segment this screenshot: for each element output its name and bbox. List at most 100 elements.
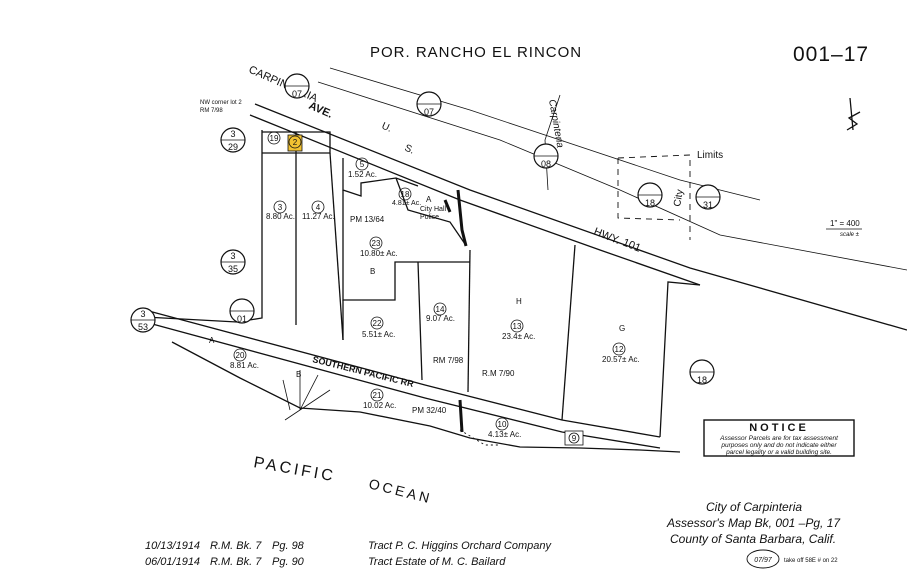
ref-row-2-tract: Tract Estate of M. C. Bailard (368, 556, 506, 568)
highway-upper-edge (317, 81, 907, 271)
parcel-14-east (467, 249, 471, 393)
split-ref-3-53-bottom: 53 (138, 322, 148, 332)
split-ref-3-35[interactable]: 3 35 (220, 249, 246, 275)
parcel-num-2: 2 (293, 138, 298, 147)
parcel-circle-22 (370, 316, 384, 330)
book-ref-07-b[interactable]: 07 (416, 91, 442, 117)
ocean-label: OCEAN (367, 475, 434, 506)
book-ref-31[interactable]: 31 (695, 184, 721, 210)
parcel-acres-4: 11.27 Ac. (302, 212, 335, 221)
parcel-13-12-divider (561, 244, 576, 421)
split-ref-3-35-bottom: 35 (228, 264, 238, 274)
ref-row-2-page: Pg. 90 (272, 556, 305, 568)
book-ref-08[interactable]: 08 (533, 143, 559, 169)
road-label-hwy: HWY. (592, 226, 622, 247)
parcel-circle-20 (233, 348, 247, 362)
book-ref-18-b-num: 18 (697, 375, 707, 385)
block-letter-g: G (619, 324, 625, 333)
ref-row-1: 10/13/1914 R.M. Bk. 7 Pg. 98 Tract P. C.… (145, 540, 552, 552)
split-ref-3-35-top: 3 (230, 251, 235, 261)
parcel-circle-19 (267, 131, 281, 145)
parcel-circle-2 (288, 135, 302, 149)
parcel-num-20: 20 (236, 351, 245, 360)
book-ref-18-a-num: 18 (645, 198, 655, 208)
city-limits-line-1 (617, 158, 681, 221)
parcel-circle-23 (369, 236, 383, 250)
pacific-label: PACIFIC (252, 454, 337, 485)
book-ref-31-num: 31 (703, 200, 713, 210)
parcel-circle-12 (612, 342, 626, 356)
parcel-num-23: 23 (372, 239, 381, 248)
parcel-3-west (144, 130, 263, 323)
city-hall-label: City Hall (420, 206, 447, 213)
shoreline (171, 341, 681, 453)
city-label: City (672, 189, 686, 208)
parcel-acres-20: 8.81 Ac. (230, 361, 259, 370)
parcel-acres-3: 8.80 Ac. (266, 212, 295, 221)
parcel-acres-22: 5.51± Ac. (362, 330, 395, 339)
highway-north-edge (254, 103, 907, 331)
block-letter-h: H (516, 297, 522, 306)
parcel-circle-21 (370, 388, 384, 402)
book-ref-18-a[interactable]: 18 (637, 182, 663, 208)
parcel-num-13: 13 (513, 322, 522, 331)
revision-stamp (746, 549, 780, 569)
parcel-circle-14 (433, 302, 447, 316)
ref-row-2-book: R.M. Bk. 7 (210, 556, 262, 568)
notice-title: NOTICE (749, 422, 809, 434)
book-ref-07-a[interactable]: 07 (284, 73, 310, 99)
parcel-circle-4 (311, 200, 325, 214)
book-ref-18-b[interactable]: 18 (689, 359, 715, 385)
road-label-s: S. (403, 143, 416, 157)
parcel-circle-5 (355, 157, 369, 171)
split-ref-3-53[interactable]: 3 53 (130, 307, 156, 333)
road-label-us: U. (380, 121, 394, 135)
footer-note: take off 58E # on 22 (784, 558, 838, 564)
north-arrow-icon (846, 97, 861, 131)
heavy-boundary-2 (443, 199, 452, 213)
highway-top-edge (329, 67, 761, 201)
parcel-23-boundary (342, 190, 470, 301)
parcel-num-18: 18 (401, 190, 410, 199)
parcel-4-east (329, 152, 344, 341)
book-ref-01[interactable]: 01 (229, 298, 255, 324)
city-limits-line-2 (617, 154, 691, 240)
parcel-circle-18 (398, 187, 412, 201)
pm-32-40-label: PM 32/40 (412, 406, 447, 415)
parcel-acres-10: 4.13± Ac. (488, 430, 521, 439)
parcel-circle-3 (273, 200, 287, 214)
rm-7-90-label: R.M 7/90 (482, 369, 515, 378)
scale-text: 1" = 400 (830, 219, 860, 228)
block-letter-a-cityhall: A (426, 195, 432, 204)
parcel-circle-10 (495, 417, 509, 431)
notice-line-2: purposes only and do not indicate either (720, 442, 837, 449)
notice-line-3: parcel legality or a valid building site… (725, 449, 832, 456)
split-ref-3-29[interactable]: 3 29 (220, 127, 246, 153)
rm-7-98-label: RM 7/98 (433, 356, 464, 365)
railroad-south-edge (144, 321, 661, 449)
parcel-acres-12: 20.57± Ac. (602, 355, 640, 364)
city-limits-label: Limits (697, 150, 723, 161)
parcel-num-3: 3 (278, 203, 283, 212)
parcel-18-boundary (395, 177, 466, 245)
ref-row-1-date: 10/13/1914 (145, 540, 200, 552)
parcel-acres-21: 10.02 Ac. (363, 401, 396, 410)
parcel-num-22: 22 (373, 319, 382, 328)
parcel-num-4: 4 (316, 203, 321, 212)
book-ref-07-a-num: 07 (292, 89, 302, 99)
parcel-acres-18: 4.81± Ac. (392, 200, 421, 207)
revision-stamp-text: 07/97 (754, 557, 773, 564)
block-letter-b-south: B (296, 370, 301, 379)
parcel-num-5: 5 (360, 160, 365, 169)
block-letter-a-west: A (209, 336, 215, 345)
parcel-acres-13: 23.4± Ac. (502, 332, 535, 341)
book-ref-07-b-num: 07 (424, 107, 434, 117)
parcel-num-14: 14 (436, 305, 445, 314)
book-ref-01-num: 01 (237, 314, 247, 324)
railroad-north-edge (144, 309, 661, 438)
road-label-101: 101 (621, 237, 643, 255)
split-ref-3-29-bottom: 29 (228, 142, 238, 152)
split-ref-3-29-top: 3 (230, 129, 235, 139)
ref-row-1-book: R.M. Bk. 7 (210, 540, 262, 552)
